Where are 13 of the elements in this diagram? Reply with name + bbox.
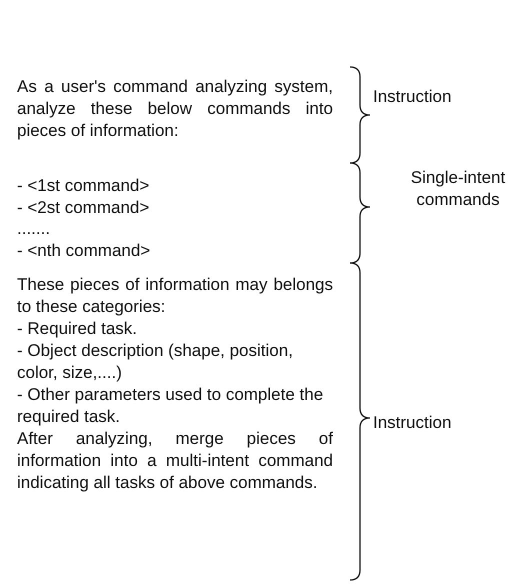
brace-label: Instruction [373, 412, 452, 434]
ellipsis-text: ....... [17, 218, 52, 240]
brace-label: Single-intent commands [410, 167, 506, 211]
list-item: - Object description (shape, position, color, size,....) [17, 340, 294, 384]
list-item: - Other parameters used to complete the required task. [17, 384, 324, 428]
list-item: - <1st command> [17, 175, 150, 197]
instruction-paragraph: These pieces of information may belongs to these categories: [17, 274, 333, 318]
instruction-paragraph: After analyzing, merge pieces of information into a multi-intent command indicating all tasks of above commands. [17, 428, 333, 494]
list-item: - <nth command> [17, 240, 152, 262]
brace-label: Instruction [373, 86, 452, 108]
list-item: - <2st command> [17, 197, 150, 219]
instruction-paragraph: As a user's command analyzing system, analyze these below commands into pieces of information: [17, 76, 333, 142]
list-item: - Required task. [17, 318, 138, 340]
